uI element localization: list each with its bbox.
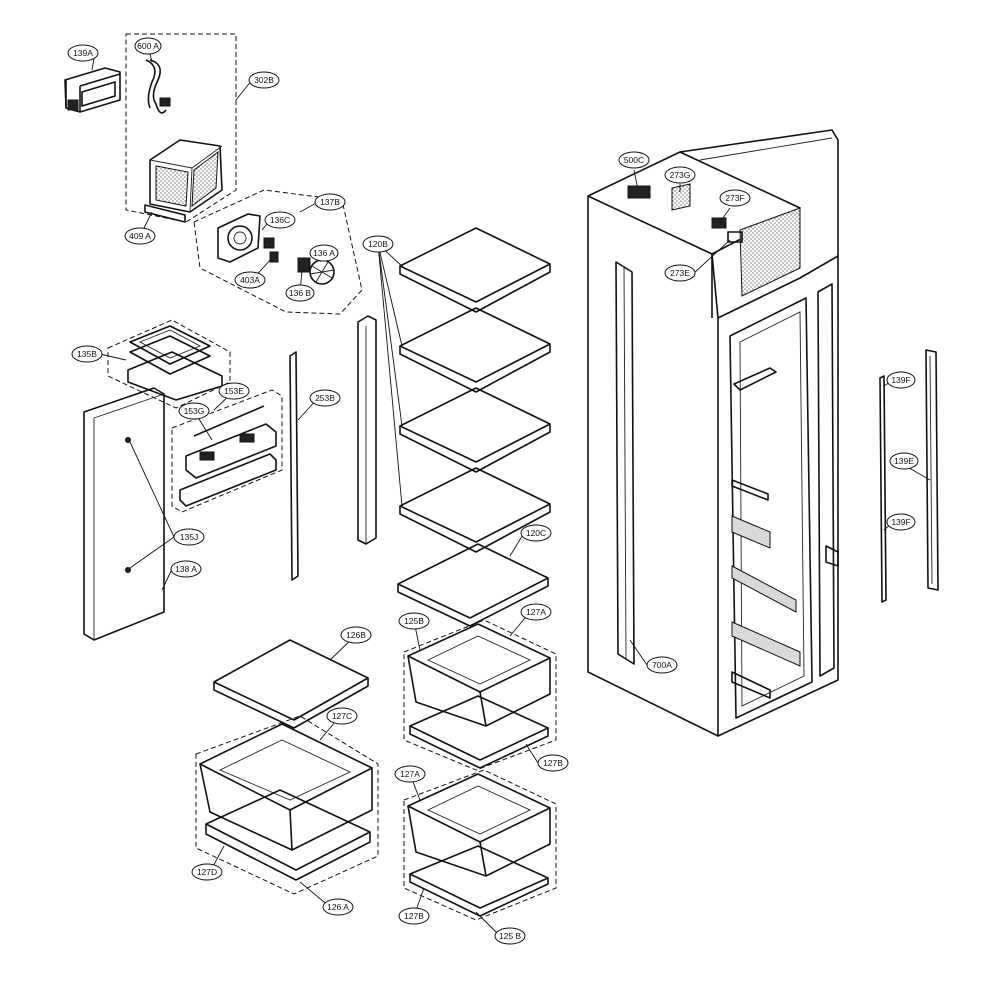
callout-label: 120C xyxy=(526,528,546,538)
callout-label: 120B xyxy=(368,239,388,249)
callout-label: 273G xyxy=(670,170,691,180)
part-139a-bracket xyxy=(64,67,121,113)
callout-label: 127B xyxy=(404,911,424,921)
part-136b xyxy=(297,257,311,273)
callout-label: 139F xyxy=(891,375,910,385)
callout-302b: 302B xyxy=(248,71,280,89)
callout-120c: 120C xyxy=(520,524,552,542)
callout-label: 403A xyxy=(240,275,260,285)
group-125b-lower-drawer xyxy=(403,769,557,921)
callout-label: 125B xyxy=(404,616,424,626)
callout-137b: 137B xyxy=(314,193,346,211)
callout-600a: 600 A xyxy=(134,37,162,55)
callout-253b: 253B xyxy=(309,389,341,407)
callout-139a: 139A xyxy=(67,44,99,62)
callout-label: 127B xyxy=(543,758,563,768)
part-273f xyxy=(711,217,727,229)
callout-127b-top: 127B xyxy=(537,754,569,772)
part-253b-rail xyxy=(357,315,377,545)
group-137b-fan-assembly xyxy=(193,189,363,315)
callout-label: 700A xyxy=(652,660,672,670)
callout-label: 135B xyxy=(77,349,97,359)
callout-136a: 136 A xyxy=(309,244,339,262)
callout-label: 600 A xyxy=(137,41,159,51)
part-strip-left xyxy=(289,351,299,581)
callout-273g: 273G xyxy=(664,166,696,184)
callout-label: 126B xyxy=(346,630,366,640)
leader-lines xyxy=(91,45,931,937)
callout-label: 139F xyxy=(891,517,910,527)
callout-125b-top: 125B xyxy=(398,612,430,630)
part-139f-strip xyxy=(879,375,887,603)
callout-label: 273E xyxy=(670,268,690,278)
callout-label: 127A xyxy=(400,769,420,779)
callout-127d: 127D xyxy=(191,863,223,881)
part-403a-motor xyxy=(269,251,279,263)
callout-273e: 273E xyxy=(664,264,696,282)
group-135b-lamp-cover xyxy=(107,319,231,409)
callout-403a: 403A xyxy=(234,271,266,289)
callout-135j: 135J xyxy=(173,528,205,546)
callout-126b: 126B xyxy=(340,626,372,644)
callout-273f: 273F xyxy=(719,189,751,207)
callout-120b: 120B xyxy=(362,235,394,253)
part-120b-shelves xyxy=(399,227,551,553)
callout-label: 500C xyxy=(624,155,644,165)
callout-label: 126 A xyxy=(327,902,349,912)
callout-label: 139E xyxy=(894,456,914,466)
callout-126a: 126 A xyxy=(322,898,354,916)
group-127c-large-drawer xyxy=(195,715,379,895)
callout-139f-top: 139F xyxy=(886,371,916,389)
callout-label: 302B xyxy=(254,75,274,85)
part-139e-gasket xyxy=(925,349,939,591)
callout-138a: 138 A xyxy=(170,560,202,578)
callout-label: 127A xyxy=(526,607,546,617)
callout-label: 137B xyxy=(320,197,340,207)
callout-409a: 409 A xyxy=(124,227,156,245)
callout-139e: 139E xyxy=(889,452,919,470)
callout-label: 153E xyxy=(224,386,244,396)
part-273g xyxy=(671,183,691,211)
callout-135b: 135B xyxy=(71,345,103,363)
callout-127c: 127C xyxy=(326,707,358,725)
part-fan-shroud xyxy=(217,213,261,263)
callout-500c: 500C xyxy=(618,151,650,169)
callout-label: 136C xyxy=(270,215,290,225)
part-120c-shelf xyxy=(397,543,549,627)
part-500c xyxy=(627,185,651,199)
callout-label: 136 B xyxy=(289,288,312,298)
callout-153g: 153G xyxy=(178,402,210,420)
callout-700a: 700A xyxy=(646,656,678,674)
part-409a-condenser xyxy=(144,139,223,223)
callout-label: 153G xyxy=(184,406,205,416)
group-125b-upper-drawer xyxy=(403,619,557,771)
callout-label: 253B xyxy=(315,393,335,403)
callout-139f-bottom: 139F xyxy=(886,513,916,531)
callout-127a-bottom: 127A xyxy=(394,765,426,783)
callout-136b: 136 B xyxy=(285,284,315,302)
callout-label: 127D xyxy=(197,867,217,877)
part-138a-door-panel xyxy=(83,387,165,641)
callout-label: 139A xyxy=(73,48,93,58)
callout-127a-top: 127A xyxy=(520,603,552,621)
part-refrigerator-cabinet xyxy=(587,129,839,737)
part-136c xyxy=(263,237,275,249)
callout-label: 125 B xyxy=(499,931,522,941)
callout-125b-bottom: 125 B xyxy=(494,927,526,945)
callout-label: 409 A xyxy=(129,231,151,241)
part-136a-fan-blade xyxy=(309,259,335,285)
callout-label: 127C xyxy=(332,711,352,721)
callout-127b-bottom: 127B xyxy=(398,907,430,925)
callout-label: 135J xyxy=(180,532,198,542)
callout-label: 136 A xyxy=(313,248,335,258)
part-273e xyxy=(727,231,743,243)
callout-136c: 136C xyxy=(264,211,296,229)
callout-label: 138 A xyxy=(175,564,197,574)
part-126b-crisper-cover xyxy=(213,639,369,729)
group-302b xyxy=(125,33,237,223)
callout-153e: 153E xyxy=(218,382,250,400)
callout-label: 273F xyxy=(725,193,744,203)
group-153e-control-box xyxy=(171,389,283,513)
